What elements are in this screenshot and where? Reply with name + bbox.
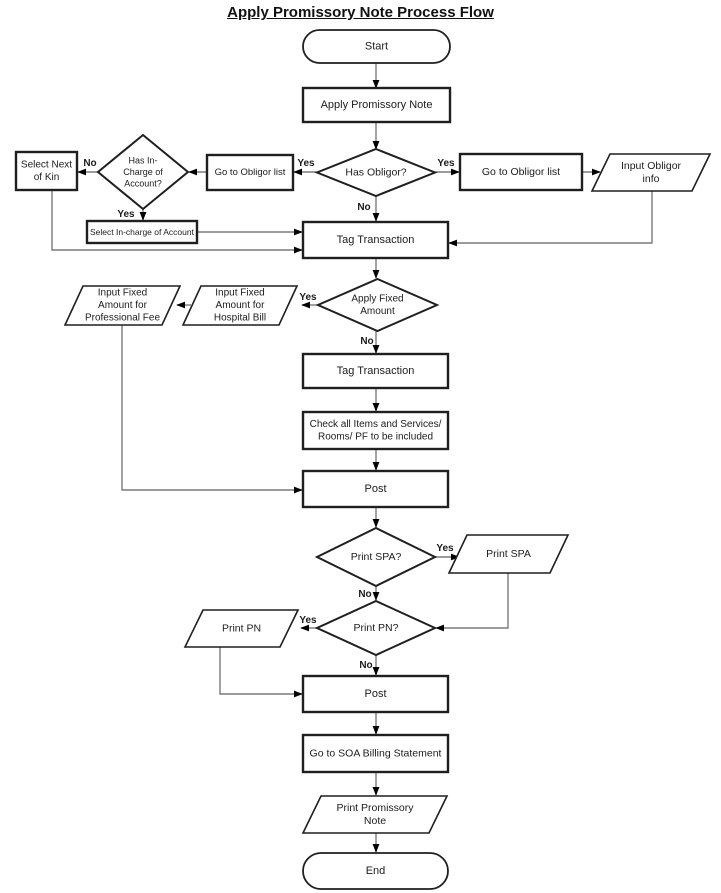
node-goto-obligor-list-right: Go to Obligor list [458,152,584,192]
node-label: Print PN? [354,622,399,634]
edge-label-no: No [83,158,96,169]
process-shape [301,220,450,260]
node-label: Go to Obligor list [482,166,560,178]
process-shape [301,733,450,774]
data-shape [301,795,449,834]
node-post-2: Post [301,674,450,714]
node-start: Start [302,29,451,64]
node-label: Apply Promissory Note [321,99,433,111]
edge-label-yes: Yes [436,543,454,554]
node-has-obligor: Has Obligor? [314,147,438,198]
process-shape [301,86,452,124]
data-shape [63,285,182,326]
decision-shape [314,526,438,588]
edge-connector [121,325,303,494]
edge-label-no: No [359,660,372,671]
node-label: Start [365,41,388,53]
node-label: Tag Transaction [337,365,415,377]
decision-shape [96,133,190,211]
process-shape [301,469,450,509]
node-print-spa: Print SPA [447,534,570,574]
process-shape [14,150,79,192]
terminator-shape [302,852,449,890]
node-check-all-items: Check all Items and Services/Rooms/ PF t… [301,410,450,451]
node-label: Post [364,483,386,495]
node-label: Print SPA? [351,551,402,563]
process-shape [301,352,450,390]
decision-shape [315,277,440,333]
process-shape [301,410,450,451]
node-select-incharge-of-account: Select In-charge of Account [85,219,199,245]
node-end: End [302,852,449,890]
decision-shape [314,599,438,657]
node-label: Post [364,688,386,700]
node-label: Tag Transaction [337,234,415,246]
process-shape [301,674,450,714]
node-print-spa-question: Print SPA? [314,526,438,588]
node-tag-transaction-2: Tag Transaction [301,352,450,390]
edge-connector [448,191,653,247]
edge-label-yes: Yes [299,615,317,626]
node-label: Print PN [222,623,261,635]
node-goto-soa-billing-statement: Go to SOA Billing Statement [301,733,450,774]
page-title: Apply Promissory Note Process Flow [227,4,494,21]
edge-connector [219,647,303,698]
node-label: Go to SOA Billing Statement [310,748,442,760]
node-label: Check all Items and Services/Rooms/ PF t… [310,419,442,443]
data-shape [590,153,712,192]
node-print-pn-question: Print PN? [314,599,438,657]
edge-label-no: No [360,336,373,347]
edge-connector [435,573,509,632]
node-goto-obligor-list-left: Go to Obligor list [205,153,295,192]
edge-connector [51,190,303,254]
node-label: Print SPA [486,548,531,560]
node-apply-promissory-note: Apply Promissory Note [301,86,452,124]
node-label: End [366,865,386,877]
node-print-pn: Print PN [183,609,300,648]
node-label: Has Obligor? [345,167,406,179]
edge-label-yes: Yes [117,209,135,220]
edge-label-yes: Yes [297,158,315,169]
edge-label-no: No [357,202,370,213]
process-shape [85,219,199,245]
node-label: Go to Obligor list [215,167,286,178]
process-shape [458,152,584,192]
edge-label-no: No [358,589,371,600]
decision-shape [314,147,438,198]
process-shape [205,153,295,192]
edge-label-yes: Yes [299,292,317,303]
data-shape [183,609,300,648]
data-shape [181,285,299,326]
node-label: Select In-charge of Account [90,227,195,237]
node-post-1: Post [301,469,450,509]
data-shape [447,534,570,574]
terminator-shape [302,29,451,64]
node-tag-transaction-1: Tag Transaction [301,220,450,260]
edge-label-yes: Yes [437,158,455,169]
